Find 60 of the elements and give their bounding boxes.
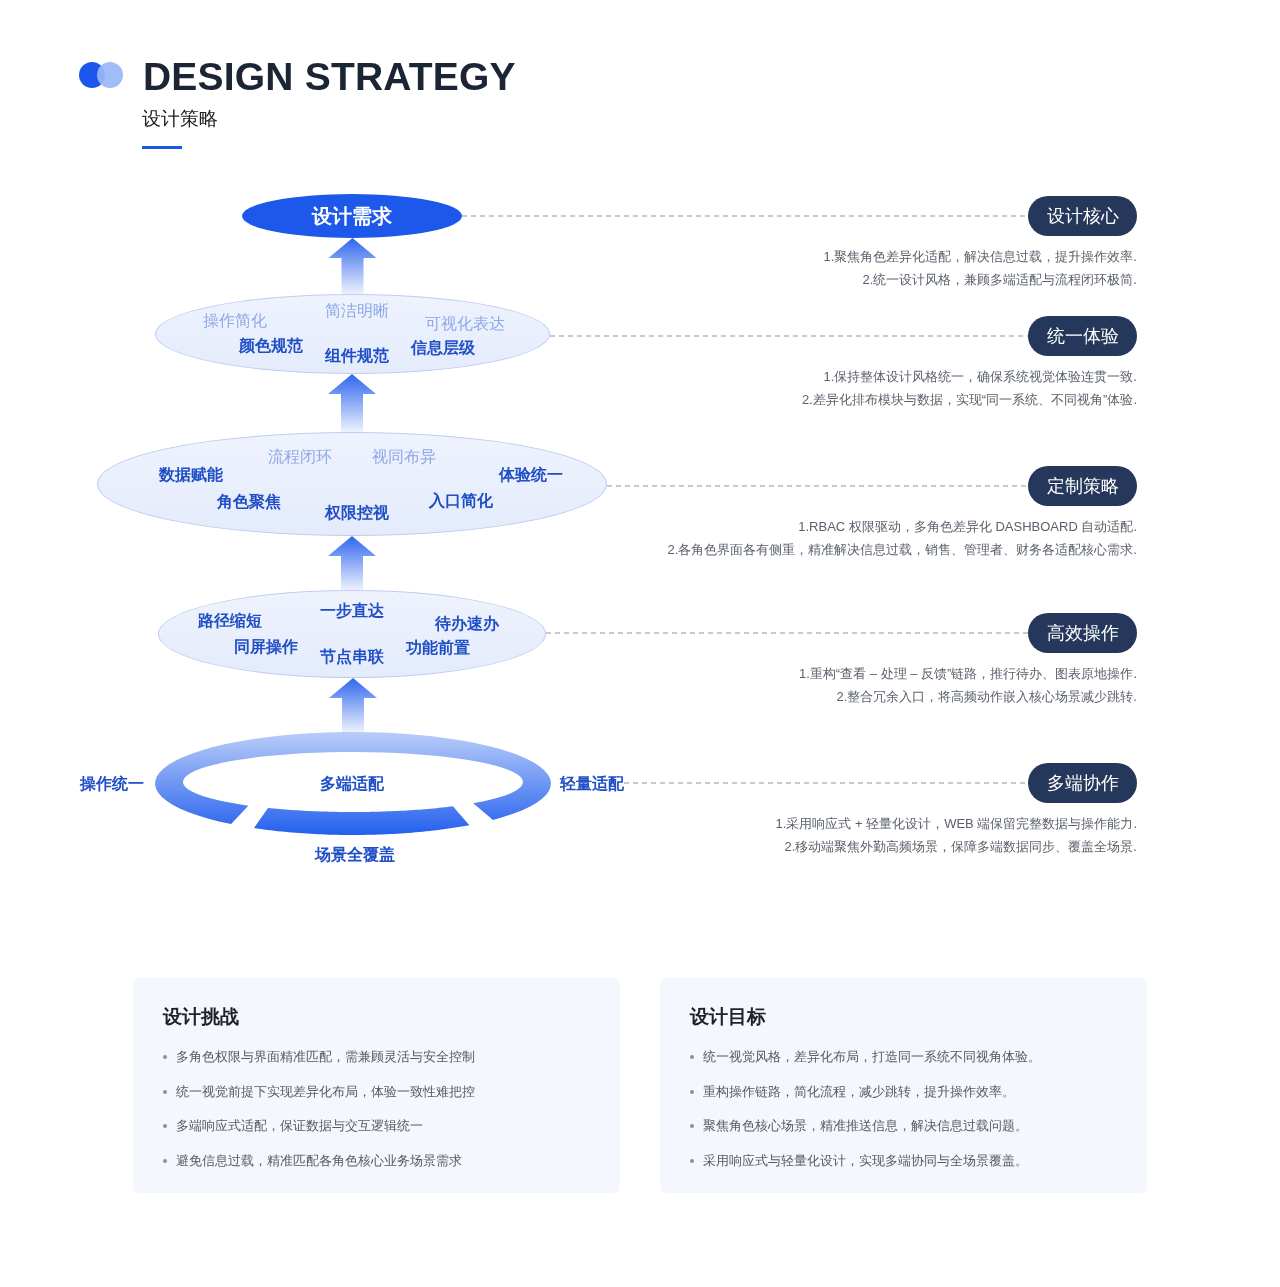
card-heading: 设计目标 bbox=[690, 1006, 766, 1028]
bullet-text: 多端响应式适配，保证数据与交互逻辑统一 bbox=[176, 1117, 423, 1135]
keyword-text: 一步直达 bbox=[320, 601, 384, 621]
info-card bbox=[660, 978, 1147, 1193]
block-arrow bbox=[328, 374, 376, 432]
keyword-text: 操作简化 bbox=[203, 311, 267, 331]
keyword-text: 角色聚焦 bbox=[217, 492, 281, 512]
keyword-text: 权限控视 bbox=[325, 503, 389, 523]
keyword-text: 节点串联 bbox=[320, 647, 384, 667]
bullet-text: 统一视觉风格，差异化布局，打造同一系统不同视角体验。 bbox=[703, 1048, 1041, 1066]
keyword-text: 体验统一 bbox=[499, 465, 563, 485]
info-card bbox=[133, 978, 620, 1193]
side-label: 场景全覆盖 bbox=[315, 845, 395, 865]
block-arrow bbox=[328, 238, 377, 294]
ellipse-badge: 设计需求 bbox=[242, 194, 462, 238]
keyword-text: 功能前置 bbox=[406, 638, 470, 658]
description-text: 2.移动端聚焦外勤高频场景，保障多端数据同步、覆盖全场景. bbox=[784, 838, 1137, 856]
category-pill: 高效操作 bbox=[1028, 613, 1137, 653]
bullet-text: 避免信息过载，精准匹配各角色核心业务场景需求 bbox=[176, 1151, 462, 1170]
keyword-text: 可视化表达 bbox=[425, 314, 505, 334]
keyword-text: 入口简化 bbox=[429, 491, 493, 511]
card-heading: 设计挑战 bbox=[163, 1006, 239, 1028]
keyword-text: 路径缩短 bbox=[198, 611, 262, 631]
split-ring bbox=[155, 732, 551, 835]
keyword-text: 同屏操作 bbox=[234, 637, 298, 657]
keyword-text: 待办速办 bbox=[435, 614, 499, 634]
description-text: 1.聚焦角色差异化适配，解决信息过载，提升操作效率. bbox=[823, 248, 1137, 266]
description-text: 1.RBAC 权限驱动，多角色差异化 DASHBOARD 自动适配. bbox=[798, 518, 1137, 536]
keyword-text: 简洁明晰 bbox=[325, 301, 389, 321]
ring-center-text: 多端适配 bbox=[320, 774, 384, 794]
bullet-text: 多角色权限与界面精准匹配，需兼顾灵活与安全控制 bbox=[176, 1048, 475, 1066]
keyword-text: 信息层级 bbox=[411, 338, 475, 358]
keyword-text: 流程闭环 bbox=[268, 447, 332, 467]
side-label: 操作统一 bbox=[80, 774, 144, 794]
keyword-text: 颜色规范 bbox=[239, 336, 303, 356]
description-text: 2.差异化排布模块与数据，实现“同一系统、不同视角”体验. bbox=[801, 391, 1137, 409]
dashed-connector bbox=[545, 632, 1029, 634]
block-arrow bbox=[328, 536, 376, 590]
category-pill: 统一体验 bbox=[1028, 316, 1137, 356]
page-title: DESIGN STRATEGY bbox=[143, 57, 516, 96]
description-text: 2.整合冗余入口，将高频动作嵌入核心场景减少跳转. bbox=[836, 688, 1137, 706]
side-label: 轻量适配 bbox=[560, 774, 624, 794]
bullet-text: 统一视觉前提下实现差异化布局，体验一致性难把控 bbox=[176, 1082, 475, 1101]
page-subtitle: 设计策略 bbox=[142, 108, 218, 130]
category-pill: 多端协作 bbox=[1028, 763, 1137, 803]
category-pill: 设计核心 bbox=[1028, 196, 1137, 236]
dashed-connector bbox=[606, 485, 1029, 487]
bullet-text: 采用响应式与轻量化设计，实现多端协同与全场景覆盖。 bbox=[703, 1151, 1028, 1170]
bullet-text: 聚焦角色核心场景，精准推送信息，解决信息过载问题。 bbox=[703, 1117, 1028, 1135]
keyword-text: 组件规范 bbox=[325, 346, 389, 366]
description-text: 2.统一设计风格，兼顾多端适配与流程闭环极简. bbox=[862, 271, 1137, 289]
block-arrow bbox=[329, 678, 377, 732]
keyword-text: 数据赋能 bbox=[159, 465, 223, 485]
category-pill: 定制策略 bbox=[1028, 466, 1137, 506]
description-text: 1.保持整体设计风格统一，确保系统视觉体验连贯一致. bbox=[823, 368, 1137, 386]
bullet-text: 重构操作链路，简化流程，减少跳转，提升操作效率。 bbox=[703, 1082, 1015, 1101]
keyword-text: 视同布异 bbox=[372, 447, 436, 467]
description-text: 1.采用响应式 + 轻量化设计，WEB 端保留完整数据与操作能力. bbox=[775, 815, 1137, 833]
description-text: 2.各角色界面各有侧重，精准解决信息过载，销售、管理者、财务各适配核心需求. bbox=[667, 541, 1137, 559]
description-text: 1.重构“查看 – 处理 – 反馈”链路，推行待办、图表原地操作. bbox=[798, 665, 1137, 683]
